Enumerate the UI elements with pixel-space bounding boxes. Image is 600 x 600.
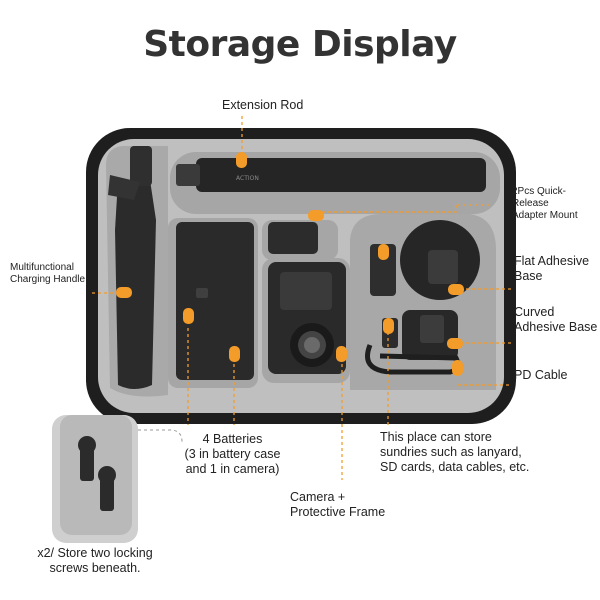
rod-brand-text: ACTION (236, 175, 259, 182)
adapter-mount (268, 222, 318, 254)
marker-extension-rod (236, 152, 247, 168)
label-sundries: This place can store sundries such as la… (380, 430, 530, 474)
marker-curved-base (447, 338, 463, 349)
battery-case (176, 222, 254, 380)
label-quick-release: 2Pcs Quick-Release Adapter Mount (512, 186, 578, 221)
label-batteries: 4 Batteries (3 in battery case and 1 in … (184, 432, 281, 476)
charging-handle (115, 180, 156, 389)
marker-flat-base (448, 284, 464, 295)
label-pd-cable: PD Cable (514, 368, 568, 382)
label-extension-rod: Extension Rod (222, 98, 304, 112)
page-title: Storage Display (143, 24, 457, 65)
marker-quick-release (308, 210, 324, 221)
label-camera: Camera + Protective Frame (290, 490, 386, 519)
label-screws: x2/ Store two locking screws beneath. (37, 546, 153, 575)
label-flat-base: Flat Adhesive Base (514, 254, 590, 283)
marker-charging-handle (116, 287, 132, 298)
marker-pd-cable (452, 360, 463, 376)
extension-rod (196, 158, 486, 192)
marker-battery-case (183, 308, 194, 324)
label-charging-handle: Multifunctional Charging Handle (10, 262, 86, 285)
marker-battery (229, 346, 240, 362)
quick-release-adapter (370, 244, 396, 296)
marker-adapter-mount (378, 244, 389, 260)
marker-camera (336, 346, 347, 362)
label-curved-base: Curved Adhesive Base (514, 305, 598, 334)
marker-sundries (383, 318, 394, 334)
